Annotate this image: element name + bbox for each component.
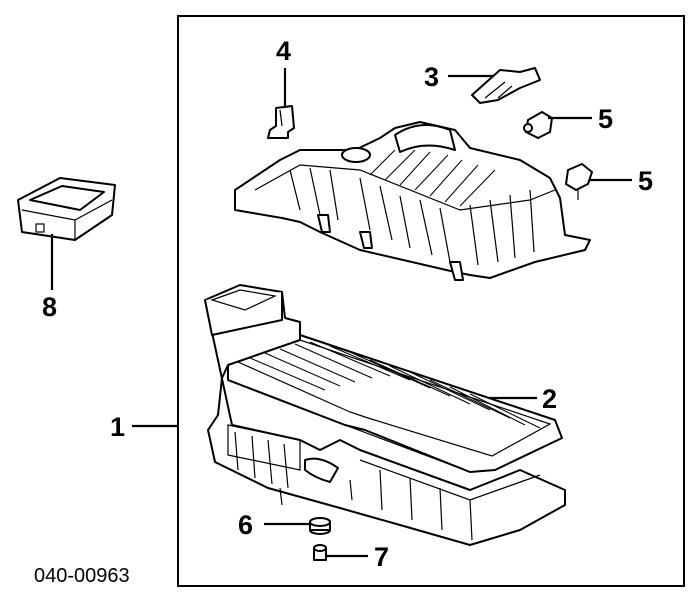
part-3-bracket: [471, 67, 541, 104]
callout-8: 8: [42, 292, 57, 322]
part-4-clip: [267, 105, 295, 139]
diagram-frame: [177, 15, 685, 587]
callout-6: 6: [238, 510, 253, 540]
callout-7: 7: [374, 542, 389, 572]
part-6-grommet: [309, 517, 331, 535]
part-7-plug: [313, 544, 327, 561]
callout-1: 1: [110, 412, 125, 442]
part-8-duct-seal: [17, 177, 116, 241]
document-number: 040-00963: [34, 565, 130, 587]
callout-4: 4: [276, 36, 291, 66]
callout-3: 3: [424, 62, 439, 92]
callout-5b: 5: [638, 166, 653, 196]
air-cleaner-cover: [234, 121, 591, 281]
part-5-sensor-a: [523, 111, 553, 139]
part-5-sensor-b: [565, 163, 593, 200]
callout-5a: 5: [598, 104, 613, 134]
part-2-air-filter: [227, 334, 563, 473]
part-1-lower-housing: [204, 284, 566, 546]
callout-2: 2: [542, 384, 557, 414]
